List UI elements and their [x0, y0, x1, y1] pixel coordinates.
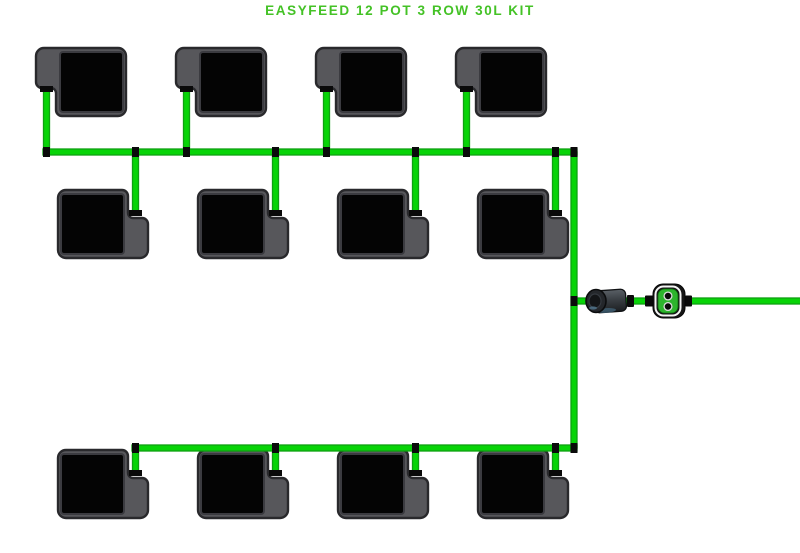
pot-row-1-3: [314, 46, 408, 118]
pot-outlet-connector-row-1-2: [180, 86, 193, 92]
tee-top-4: [272, 147, 279, 157]
tee-top-1: [43, 147, 50, 157]
feed-tee: [570, 296, 578, 306]
tee-top-7: [463, 147, 470, 157]
drop-tube-row-1-4: [462, 88, 471, 154]
pot-lid: [199, 51, 264, 113]
pump-cap-inner: [588, 293, 602, 309]
pot-lid: [339, 51, 404, 113]
pot-lid: [340, 453, 405, 515]
pot-lid: [200, 453, 265, 515]
pot-outlet-connector-row-3-2: [269, 470, 282, 476]
tee-top-8: [552, 147, 559, 157]
pot-outlet-connector-row-2-2: [269, 210, 282, 216]
drop-tube-row-2-3: [411, 150, 420, 214]
pot-outlet-connector-row-3-1: [129, 470, 142, 476]
tee-top-9: [570, 147, 578, 157]
pot-row-2-3: [336, 188, 430, 260]
pot-row-3-4: [476, 448, 570, 520]
manifold-top: [42, 148, 578, 156]
drop-tube-row-2-1: [131, 150, 140, 214]
valve-port-top: [663, 291, 673, 301]
drop-tube-row-2-4: [551, 150, 560, 214]
pot-row-2-4: [476, 188, 570, 260]
pot-row-2-2: [196, 188, 290, 260]
pump-cap-glint: [589, 306, 597, 310]
valve-white-ring: [654, 285, 682, 317]
pot-row-1-2: [174, 46, 268, 118]
pot-lid: [480, 193, 545, 255]
pot-lid: [340, 193, 405, 255]
tee-bottom-5: [570, 443, 578, 453]
pot-outlet-connector-row-2-3: [409, 210, 422, 216]
tee-top-3: [183, 147, 190, 157]
pot-lid: [479, 51, 544, 113]
pot-row-3-1: [56, 448, 150, 520]
drop-tube-row-1-1: [42, 88, 51, 154]
tee-top-6: [412, 147, 419, 157]
pot-outlet-connector-row-2-4: [549, 210, 562, 216]
drop-tube-row-1-3: [322, 88, 331, 154]
pot-outlet-connector-row-2-1: [129, 210, 142, 216]
tee-bottom-4: [552, 443, 559, 453]
pot-outlet-connector-row-1-4: [460, 86, 473, 92]
tee-top-2: [132, 147, 139, 157]
drop-tube-row-2-2: [271, 150, 280, 214]
pot-lid: [59, 51, 124, 113]
valve-face: [657, 288, 679, 314]
valve-port-bottom: [663, 301, 673, 312]
pot-lid: [60, 453, 125, 515]
pot-lid: [480, 453, 545, 515]
valve-left-barb: [645, 295, 654, 307]
feed-doser-valve: [645, 283, 692, 319]
inline-pump: [585, 288, 628, 314]
tee-top-5: [323, 147, 330, 157]
pot-row-3-3: [336, 448, 430, 520]
pot-outlet-connector-row-3-3: [409, 470, 422, 476]
kit-title: EASYFEED 12 POT 3 ROW 30L KIT: [265, 3, 535, 18]
pot-row-3-2: [196, 448, 290, 520]
pot-row-2-1: [56, 188, 150, 260]
drop-tube-row-1-2: [182, 88, 191, 154]
pot-outlet-connector-row-3-4: [549, 470, 562, 476]
valve-right-barb: [685, 295, 692, 307]
pot-row-1-1: [34, 46, 128, 118]
tee-bottom-1: [132, 443, 139, 453]
pot-lid: [60, 193, 125, 255]
tee-bottom-3: [412, 443, 419, 453]
manifold-bottom: [131, 444, 578, 452]
pot-row-1-4: [454, 46, 548, 118]
pot-outlet-connector-row-1-1: [40, 86, 53, 92]
pot-lid: [200, 193, 265, 255]
inline-coupler: [627, 295, 634, 307]
pot-outlet-connector-row-1-3: [320, 86, 333, 92]
tee-bottom-2: [272, 443, 279, 453]
